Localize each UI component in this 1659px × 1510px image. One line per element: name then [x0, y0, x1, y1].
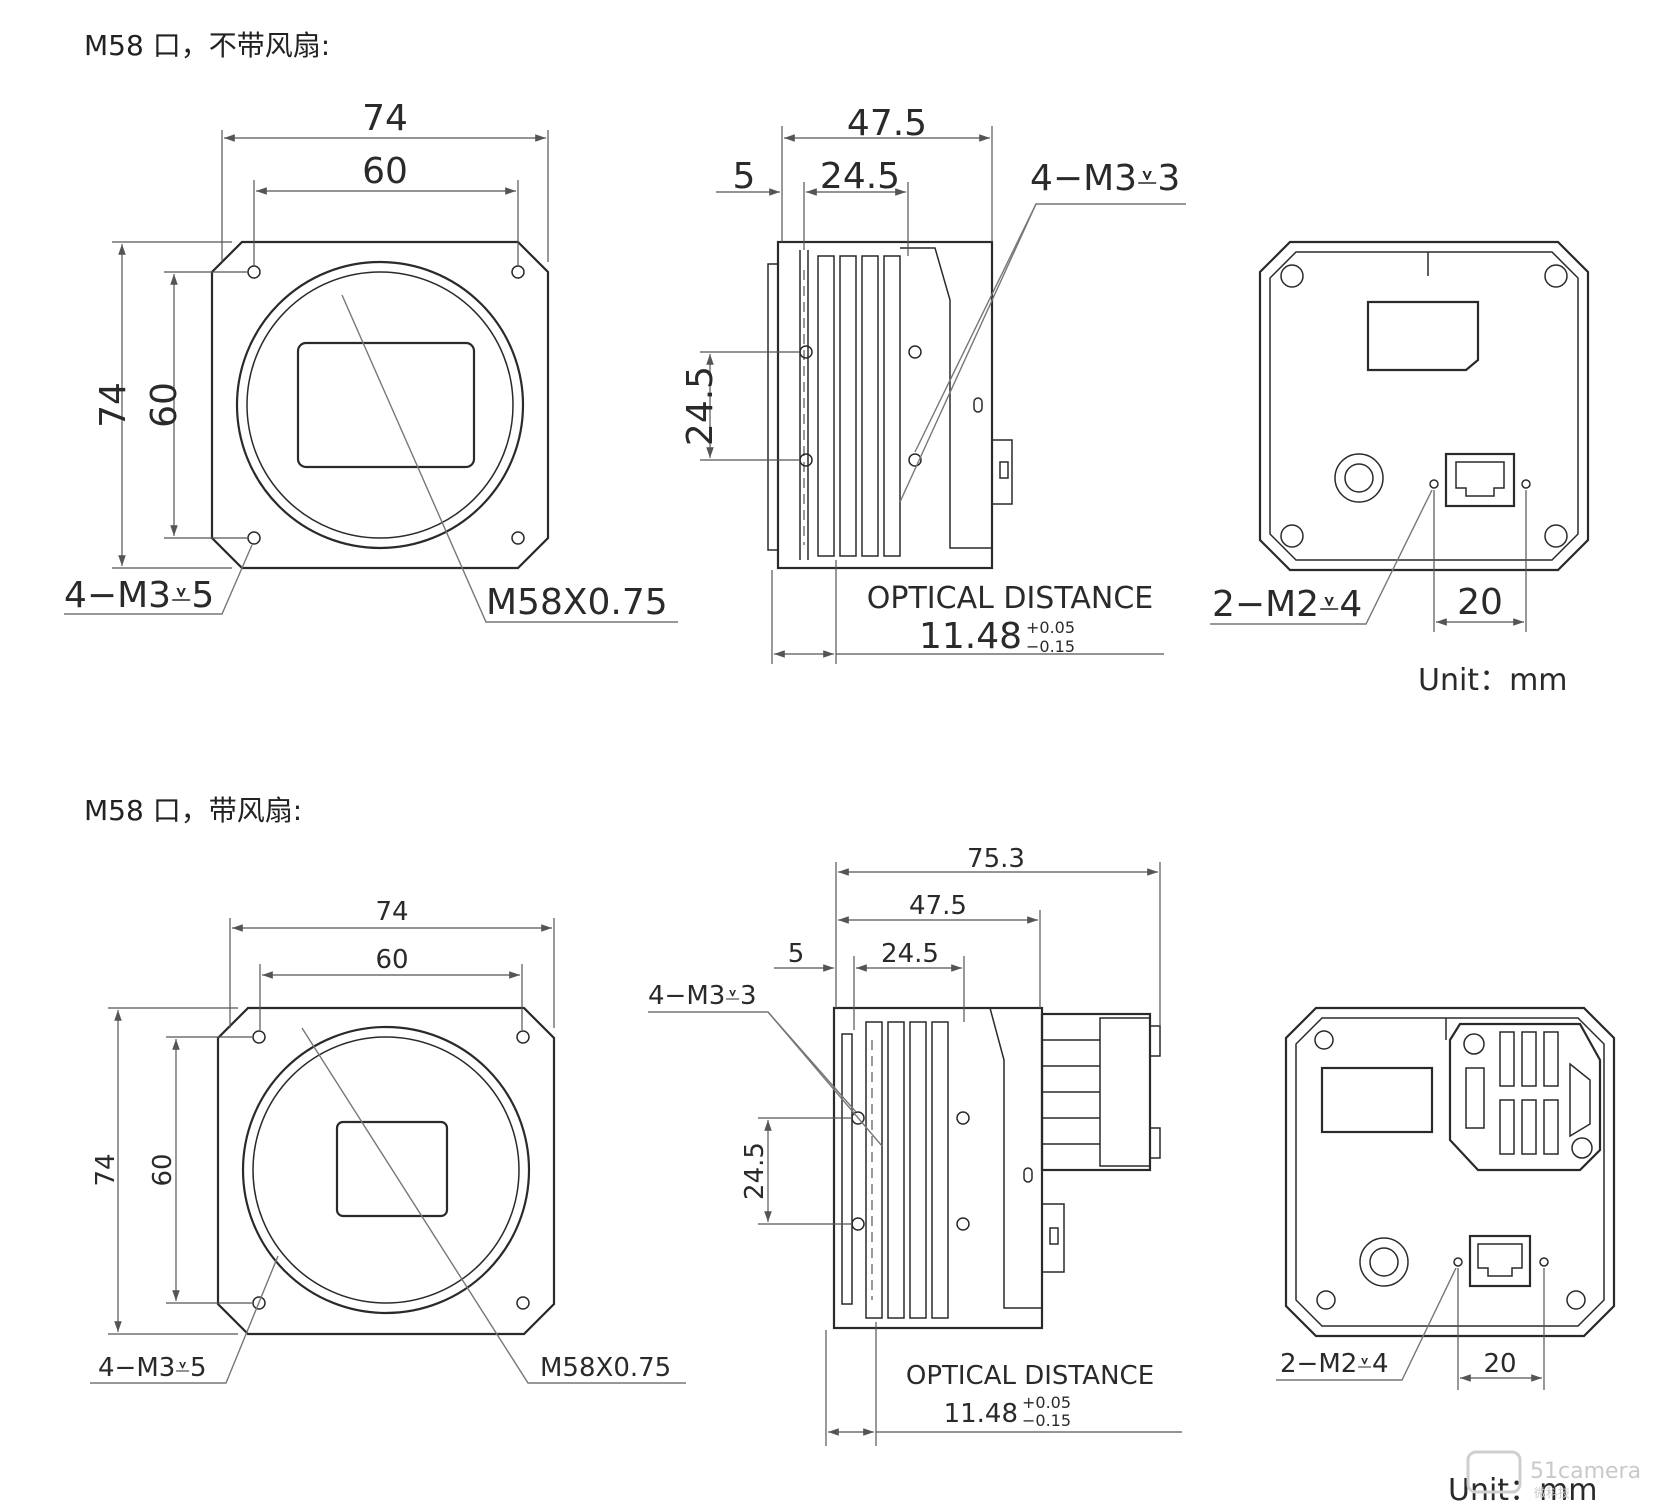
- side2-length: 47.5: [909, 891, 967, 921]
- front-view-1: 74 60 74 60 4−M3⩡5 M58X0.75: [64, 98, 678, 623]
- front-view-2: 74 60 74 60 4−M3⩡5 M58X0.75: [90, 897, 686, 1384]
- front2-mount-callout: M58X0.75: [540, 1353, 671, 1383]
- side2-optical-label: OPTICAL DISTANCE: [906, 1361, 1154, 1391]
- back-view-1: 20 2−M2⩡4: [1210, 240, 1590, 632]
- section1-heading: M58 口，不带风扇:: [84, 29, 330, 62]
- side2-optical-value: 11.48: [944, 1399, 1018, 1429]
- side2-tol-minus: −0.15: [1022, 1411, 1071, 1430]
- front1-height-inner: 60: [144, 382, 185, 428]
- side2-hole-callout: 4−M3⩡3: [648, 981, 757, 1011]
- side-view-1: 47.5 5 24.5 24.5 4−M3⩡3 OPTICAL DISTANCE…: [680, 103, 1186, 664]
- side1-hole-spacing: 24.5: [680, 366, 721, 446]
- side2-flange: 5: [788, 939, 805, 969]
- back2-hole-callout: 2−M2⩡4: [1280, 1349, 1389, 1379]
- front2-height-outer: 74: [91, 1153, 121, 1186]
- watermark-brand: 51camera: [1530, 1459, 1641, 1484]
- back1-hole-spacing: 20: [1457, 582, 1503, 623]
- side1-flange: 5: [733, 156, 756, 197]
- side1-rib-span: 24.5: [820, 156, 900, 197]
- front2-width-inner: 60: [375, 945, 408, 975]
- side1-tol-plus: +0.05: [1026, 618, 1075, 637]
- front1-hole-callout: 4−M3⩡5: [64, 575, 214, 616]
- back2-hole-spacing: 20: [1483, 1349, 1516, 1379]
- watermark-logo: 51camera 微科技: [1466, 1450, 1641, 1500]
- section2-heading: M58 口，带风扇:: [84, 794, 302, 827]
- front2-height-inner: 60: [148, 1153, 178, 1186]
- front2-width-outer: 74: [375, 897, 408, 927]
- side1-optical-label: OPTICAL DISTANCE: [867, 581, 1153, 616]
- front1-height-outer: 74: [93, 382, 134, 428]
- side-view-2: 75.3 47.5 5 24.5 24.5 4−M3⩡3 OPTICAL DIS…: [648, 844, 1182, 1446]
- back1-hole-callout: 2−M2⩡4: [1212, 584, 1362, 625]
- side1-optical-value: 11.48: [919, 616, 1022, 657]
- front2-hole-callout: 4−M3⩡5: [98, 1353, 207, 1383]
- side2-tol-plus: +0.05: [1022, 1393, 1071, 1412]
- side2-hole-spacing: 24.5: [740, 1142, 770, 1200]
- side2-total-length: 75.3: [967, 844, 1025, 874]
- side1-hole-callout: 4−M3⩡3: [1030, 158, 1180, 199]
- front1-width-inner: 60: [362, 151, 408, 192]
- watermark-sub: 微科技: [1534, 1486, 1570, 1500]
- section1-unit: Unit：mm: [1418, 663, 1568, 698]
- side1-length: 47.5: [847, 103, 927, 144]
- back-view-2: 20 2−M2⩡4: [1276, 1006, 1616, 1390]
- side1-tol-minus: −0.15: [1026, 637, 1075, 656]
- side2-rib-span: 24.5: [881, 939, 939, 969]
- front1-mount-callout: M58X0.75: [486, 582, 668, 623]
- front1-width-outer: 74: [362, 98, 408, 139]
